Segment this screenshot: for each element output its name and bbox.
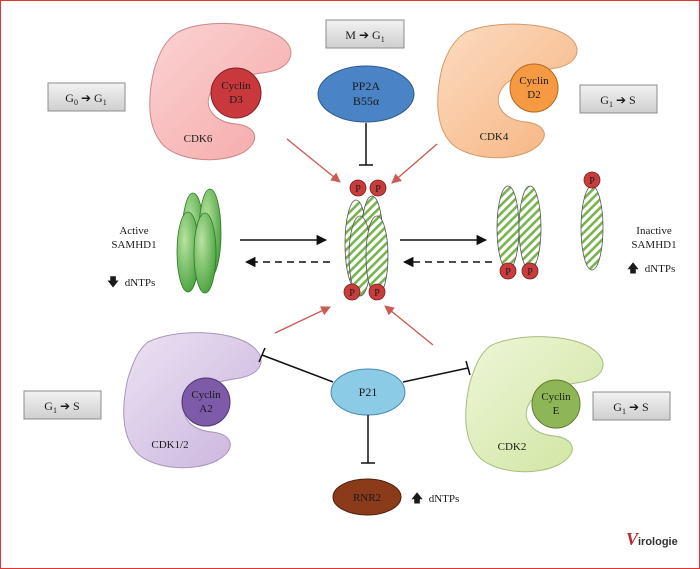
phospho-top-left: P: [349, 179, 367, 197]
cyclin-d3: [210, 67, 262, 119]
cdk4-complex: Cyclin D2 CDK4: [437, 23, 578, 159]
svg-text:A2: A2: [199, 403, 212, 415]
cdk12-body: [123, 332, 262, 469]
svg-text:E: E: [553, 405, 560, 417]
svg-text:dNTPs: dNTPs: [125, 277, 156, 289]
svg-text:Cyclin: Cyclin: [541, 391, 571, 403]
svg-text:Cyclin: Cyclin: [221, 80, 251, 92]
phospho-inactive-1: P: [499, 262, 517, 280]
phase-box-cdk12: G1 ➔ S: [23, 390, 102, 420]
svg-text:🡇: 🡇: [107, 275, 119, 289]
svg-text:irologie: irologie: [638, 536, 678, 548]
inactive-samhd1: P P P Inactive SAMHD1 🡅 dNTPs: [496, 171, 677, 280]
cdk2-complex: Cyclin E CDK2: [465, 336, 604, 473]
svg-text:SAMHD1: SAMHD1: [631, 239, 676, 251]
svg-text:CDK1/2: CDK1/2: [151, 439, 188, 451]
transition-arrows: [240, 234, 492, 268]
svg-text:P: P: [355, 184, 361, 195]
svg-text:D2: D2: [527, 89, 540, 101]
svg-text:P: P: [375, 184, 381, 195]
phospho-inactive-3: P: [583, 171, 601, 189]
svg-text:V: V: [626, 529, 640, 549]
phase-box-pp2a: M ➔ G1: [325, 19, 405, 49]
svg-text:SAMHD1: SAMHD1: [111, 239, 156, 251]
svg-text:P: P: [505, 267, 511, 278]
svg-text:CDK6: CDK6: [184, 133, 213, 145]
svg-text:🡅: 🡅: [627, 261, 639, 275]
svg-text:P: P: [527, 267, 533, 278]
svg-text:Active: Active: [119, 225, 148, 237]
virologie-logo: V irologie: [626, 529, 678, 549]
phase-box-cdk6: G0 ➔ G1: [47, 82, 126, 112]
svg-text:M ➔ G1: M ➔ G1: [345, 28, 384, 44]
cdk6-body: [149, 23, 292, 161]
p21-inhibition-lines: [258, 347, 471, 464]
svg-text:CDK4: CDK4: [480, 131, 509, 143]
phospho-bottom-right: P: [368, 283, 386, 301]
svg-text:Cyclin: Cyclin: [191, 389, 221, 401]
phospho-bottom-left: P: [343, 283, 361, 301]
svg-text:🡅: 🡅: [411, 491, 423, 505]
p21-node: P21: [330, 368, 406, 416]
svg-text:P: P: [589, 176, 595, 187]
cyclin-d2: [509, 63, 559, 113]
kinase-arrows: [274, 138, 438, 346]
svg-text:PP2A: PP2A: [352, 79, 380, 93]
phase-box-cdk4: G1 ➔ S: [579, 84, 658, 114]
svg-text:G0 ➔ G1: G0 ➔ G1: [65, 91, 106, 107]
svg-text:P: P: [349, 288, 355, 299]
svg-text:P: P: [374, 288, 380, 299]
svg-text:CDK2: CDK2: [498, 441, 527, 453]
cyclin-a2: [181, 377, 231, 427]
pp2a-complex: PP2A B55α: [317, 65, 415, 166]
cyclin-e: [531, 379, 581, 429]
svg-text:G1 ➔ S: G1 ➔ S: [44, 399, 79, 415]
phosphorylated-samhd1: P P P P: [343, 179, 389, 301]
cdk2-body: [465, 336, 604, 473]
svg-text:B55α: B55α: [353, 94, 380, 108]
svg-text:G1 ➔ S: G1 ➔ S: [613, 400, 648, 416]
active-samhd1: Active SAMHD1 🡇 dNTPs: [107, 188, 222, 294]
svg-text:D3: D3: [229, 94, 243, 106]
cdk12-complex: Cyclin A2 CDK1/2: [123, 332, 262, 469]
rnr2-node: RNR2 🡅 dNTPs: [332, 478, 460, 516]
cdk6-complex: Cyclin D3 CDK6: [149, 23, 292, 161]
svg-text:G1 ➔ S: G1 ➔ S: [600, 93, 635, 109]
phospho-top-right: P: [369, 179, 387, 197]
svg-text:dNTPs: dNTPs: [645, 263, 676, 275]
cdk4-body: [437, 23, 578, 159]
svg-text:Cyclin: Cyclin: [519, 75, 549, 87]
phospho-inactive-2: P: [521, 262, 539, 280]
svg-text:P21: P21: [359, 385, 378, 399]
phase-box-cdk2: G1 ➔ S: [592, 391, 671, 421]
svg-text:dNTPs: dNTPs: [429, 493, 460, 505]
svg-text:RNR2: RNR2: [353, 492, 381, 504]
svg-text:Inactive: Inactive: [636, 225, 672, 237]
